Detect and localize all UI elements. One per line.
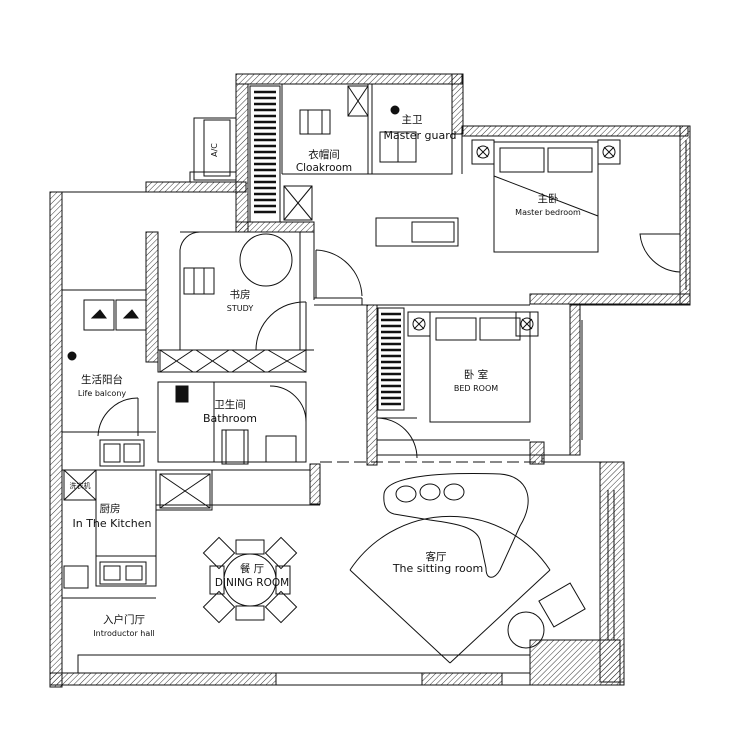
kitchen-cn: 厨房 — [100, 502, 121, 515]
sitting-en: The sitting room — [392, 562, 483, 575]
bathroom-cn: 卫生间 — [214, 398, 246, 411]
study-furniture — [159, 231, 307, 373]
bathroom-fixtures — [175, 385, 297, 465]
life-balcony-cn: 生活阳台 — [81, 373, 123, 386]
study-cn: 书房 — [230, 288, 251, 301]
living-furniture — [349, 473, 586, 664]
cloakroom-cn: 衣帽间 — [308, 148, 340, 161]
bedroom-wardrobe — [377, 307, 405, 411]
kitchen-fixtures — [63, 439, 211, 589]
bedroom-cn: 卧 室 — [464, 368, 488, 381]
hall-en: Introductor hall — [93, 629, 154, 638]
washer-label: 洗衣机 — [70, 481, 91, 490]
hall-cn: 入户门厅 — [103, 613, 145, 626]
room-labels: 衣帽间 Cloakroom 主卫 Master guard 主卧 Master … — [70, 114, 582, 638]
study-en: STUDY — [227, 304, 254, 313]
master-bedroom-cn: 主卧 — [538, 192, 559, 205]
dining-table — [202, 536, 298, 624]
bedroom-en: BED ROOM — [454, 384, 498, 393]
dining-cn: 餐 厅 — [240, 562, 264, 575]
balcony-fixtures — [67, 299, 147, 361]
wall-lines — [49, 73, 691, 686]
master-bed — [375, 139, 681, 273]
master-guard-fixtures — [379, 105, 417, 163]
master-guard-en: Master guard — [383, 129, 456, 142]
walls — [49, 73, 691, 688]
dining-en: DINING ROOM — [215, 577, 289, 589]
kitchen-en: In The Kitchen — [72, 517, 151, 530]
bedroom-bed — [407, 311, 539, 423]
ac-label: A/C — [210, 143, 219, 157]
sitting-cn: 客厅 — [426, 550, 447, 563]
cloakroom-en: Cloakroom — [296, 162, 352, 174]
master-bedroom-en: Master bedroom — [515, 208, 581, 217]
master-guard-cn: 主卫 — [402, 114, 423, 126]
bathroom-en: Bathroom — [203, 412, 257, 425]
wardrobe — [249, 85, 369, 223]
doors — [97, 249, 418, 459]
life-balcony-en: Life balcony — [78, 389, 127, 398]
